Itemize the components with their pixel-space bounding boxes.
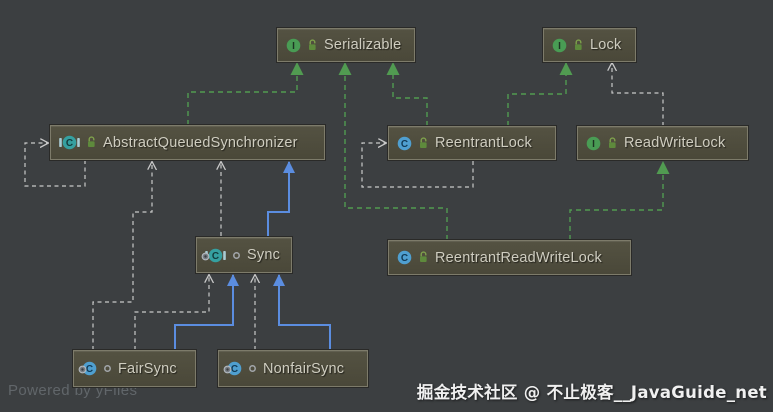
node-readwritelock-label: ReadWriteLock	[624, 135, 726, 151]
public-lock-icon	[418, 251, 429, 264]
edge-rrwl-readwritelock[interactable]	[569, 161, 670, 240]
class-icon: C	[78, 361, 97, 376]
static-badge-icon	[223, 361, 232, 379]
edge-fairsync-aqs-dep[interactable]	[92, 162, 152, 350]
svg-text:C: C	[401, 253, 408, 264]
public-lock-icon	[573, 38, 584, 52]
package-private-icon	[103, 364, 112, 373]
class-icon: C	[397, 250, 412, 265]
node-reentrantlock[interactable]: C ReentrantLock	[388, 126, 556, 160]
edge-fairsync-sync-extends[interactable]	[174, 274, 239, 350]
node-nonfairsync-label: NonfairSync	[263, 360, 345, 377]
node-fairsync-label: FairSync	[118, 360, 177, 377]
package-private-icon	[232, 251, 241, 260]
node-sync-label: Sync	[247, 247, 281, 263]
svg-text:I: I	[558, 41, 561, 52]
edge-reentrantlock-self-loop[interactable]	[361, 143, 474, 188]
interface-icon: I	[586, 136, 601, 151]
public-lock-icon	[86, 136, 97, 149]
edge-rrwl-serializable[interactable]	[338, 62, 448, 240]
static-badge-icon	[201, 248, 210, 266]
edge-reentrantlock-serializable[interactable]	[386, 62, 428, 126]
abstract-class-icon: C	[59, 135, 80, 150]
node-sync[interactable]: C Sync	[196, 237, 292, 273]
interface-icon: I	[286, 38, 301, 53]
svg-text:C: C	[231, 364, 238, 375]
node-readwritelock[interactable]: I ReadWriteLock	[577, 126, 748, 160]
svg-text:C: C	[86, 364, 93, 375]
abstract-class-icon: C	[201, 248, 226, 263]
edge-sync-aqs-extends[interactable]	[267, 161, 295, 237]
svg-text:C: C	[401, 139, 408, 150]
node-lock[interactable]: I Lock	[543, 28, 636, 62]
svg-text:I: I	[592, 139, 595, 150]
static-badge-icon	[78, 361, 87, 379]
edge-fairsync-sync-dep[interactable]	[134, 275, 209, 350]
node-reentrantlock-label: ReentrantLock	[435, 135, 532, 151]
edge-aqs-serializable[interactable]	[187, 62, 304, 125]
node-lock-label: Lock	[590, 37, 622, 53]
interface-icon: I	[552, 38, 567, 53]
edge-reentrantlock-lock[interactable]	[507, 62, 573, 126]
public-lock-icon	[418, 136, 429, 150]
node-reentrantreadwritelock[interactable]: C ReentrantReadWriteLock	[388, 240, 631, 275]
public-lock-icon	[607, 136, 618, 150]
edge-nonfairsync-sync-extends[interactable]	[273, 274, 331, 350]
package-private-icon	[248, 364, 257, 373]
class-icon: C	[223, 361, 242, 376]
svg-text:C: C	[66, 138, 73, 149]
community-watermark: 掘金技术社区 @ 不止极客__JavaGuide_net	[416, 383, 767, 402]
edge-readwritelock-lock[interactable]	[612, 63, 664, 126]
svg-text:I: I	[292, 41, 295, 52]
node-reentrantreadwritelock-label: ReentrantReadWriteLock	[435, 249, 602, 266]
node-abstractqueuedsynchronizer-label: AbstractQueuedSynchronizer	[103, 134, 298, 151]
svg-text:C: C	[212, 251, 219, 262]
node-serializable[interactable]: I Serializable	[277, 28, 415, 62]
edge-aqs-self-loop[interactable]	[24, 143, 86, 187]
node-fairsync[interactable]: C FairSync	[73, 350, 196, 387]
node-serializable-label: Serializable	[324, 37, 402, 53]
node-nonfairsync[interactable]: C NonfairSync	[218, 350, 368, 387]
class-icon: C	[397, 136, 412, 151]
public-lock-icon	[307, 38, 318, 52]
node-abstractqueuedsynchronizer[interactable]: C AbstractQueuedSynchronizer	[50, 125, 325, 160]
